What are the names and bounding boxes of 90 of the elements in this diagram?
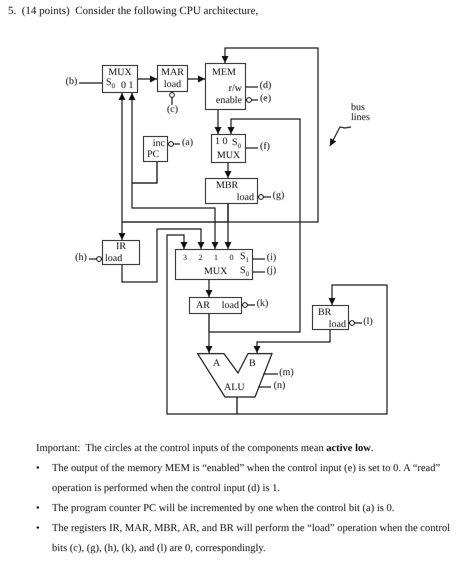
signal-arrow: [214, 110, 222, 134]
control-line: [246, 97, 258, 103]
bullet-text: The program counter PC will be incremented by one when the control bit (a) is 0.: [52, 503, 394, 514]
control-label: (m): [278, 368, 295, 380]
control-label: (e): [258, 94, 273, 106]
block-label: load: [162, 80, 182, 90]
signal-arrow: [224, 163, 232, 178]
signal-arrow: [188, 76, 205, 82]
control-label: (j): [265, 266, 278, 278]
callout-text: bus lines: [351, 103, 375, 127]
control-line: [258, 386, 271, 388]
mux-box: [102, 65, 138, 93]
control-line: [263, 373, 278, 375]
signal-arrow: [131, 162, 218, 249]
block-label: S$_{0}$: [232, 138, 242, 150]
block-label: MUX: [216, 151, 242, 161]
block-label: MAR: [160, 68, 185, 78]
signal-arrow: [208, 118, 301, 333]
control-label: (k): [255, 299, 270, 311]
block-label: 0 1: [121, 81, 134, 91]
control-label: (i): [265, 253, 278, 265]
control-line: [349, 320, 362, 326]
block-label: IR: [115, 242, 127, 252]
register-box: [205, 178, 258, 204]
block-label: B: [249, 359, 256, 369]
control-label: (b): [64, 77, 79, 89]
block-label: S$_{0}$: [240, 266, 250, 278]
control-label: (l): [362, 317, 374, 329]
register-box: [312, 305, 349, 330]
signal-arrow: [236, 284, 388, 415]
block-label: r/w: [228, 84, 242, 94]
control-line: [242, 302, 255, 308]
block-label: S$_{1}$: [240, 252, 250, 264]
block-label: A: [213, 359, 220, 369]
block-label: MBR: [216, 181, 238, 191]
control-line: [246, 86, 258, 88]
signal-arrow: [138, 76, 157, 82]
signal-arrow: [222, 47, 319, 223]
signal-arrow: [166, 234, 238, 415]
control-label: (n): [271, 381, 288, 393]
control-line: [258, 194, 271, 200]
bullet-text: The registers IR, MAR, MBR, AR, and BR will perform the “load” operation when the control bits (c), (g), (h), (k), and (l) are 0, correspondingly.: [52, 523, 450, 554]
bullet-marker: •: [36, 462, 40, 476]
control-line: [89, 256, 102, 262]
block-label: S$_{0}$: [106, 78, 116, 90]
control-line: [253, 271, 265, 273]
block-label: AR: [196, 301, 210, 311]
bullet-marker: •: [36, 522, 40, 536]
register-box: [189, 297, 242, 314]
control-line: [169, 92, 175, 105]
memory-box: [205, 63, 246, 110]
block-label: load: [236, 193, 254, 203]
control-label: (a): [180, 138, 195, 150]
control-line: [246, 147, 258, 149]
block-label: PC: [147, 150, 160, 160]
control-label: (f): [258, 142, 272, 154]
control-label: (c): [165, 105, 180, 117]
block-label: 3 2 1 0: [183, 254, 234, 262]
bullet-text: The output of the memory MEM is “enabled” when the control input (e) is set to 0. A “read” operation is performed when the control input (d) is 1.: [52, 463, 440, 494]
block-label: MEM: [212, 68, 236, 78]
signal-arrow: [206, 280, 212, 297]
block-label: BR: [318, 308, 332, 318]
control-label: (h): [73, 253, 89, 265]
signal-arrow: [224, 204, 232, 249]
block-label: inc: [152, 139, 165, 149]
register-box: [102, 240, 140, 265]
signal-arrow: [118, 93, 229, 223]
block-label: 1 0: [215, 137, 228, 147]
block-label: ALU: [224, 383, 245, 393]
control-line: [168, 141, 180, 147]
block-label: MUX: [204, 267, 228, 277]
block-label: load: [105, 254, 122, 264]
block-label: enable: [216, 96, 242, 106]
note-text: Important: The circles at the control inputs of the components mean active low.: [36, 442, 374, 456]
control-line: [79, 82, 102, 84]
register-box: [157, 65, 188, 92]
signal-arrow: [254, 330, 331, 353]
leader-line: [329, 126, 352, 146]
block-label: MUX: [107, 68, 133, 78]
control-label: (d): [258, 81, 273, 93]
control-label: (g): [271, 191, 286, 203]
control-line: [253, 258, 265, 260]
bullet-marker: •: [36, 502, 40, 516]
signal-arrow: [121, 228, 204, 283]
mux-box: [211, 134, 246, 163]
block-label: load: [222, 301, 239, 311]
register-box: [143, 136, 168, 162]
title-text: 5. (14 points) Consider the following CPU architecture,: [8, 5, 258, 17]
mux-box: [175, 249, 253, 280]
block-label: load: [328, 320, 346, 330]
